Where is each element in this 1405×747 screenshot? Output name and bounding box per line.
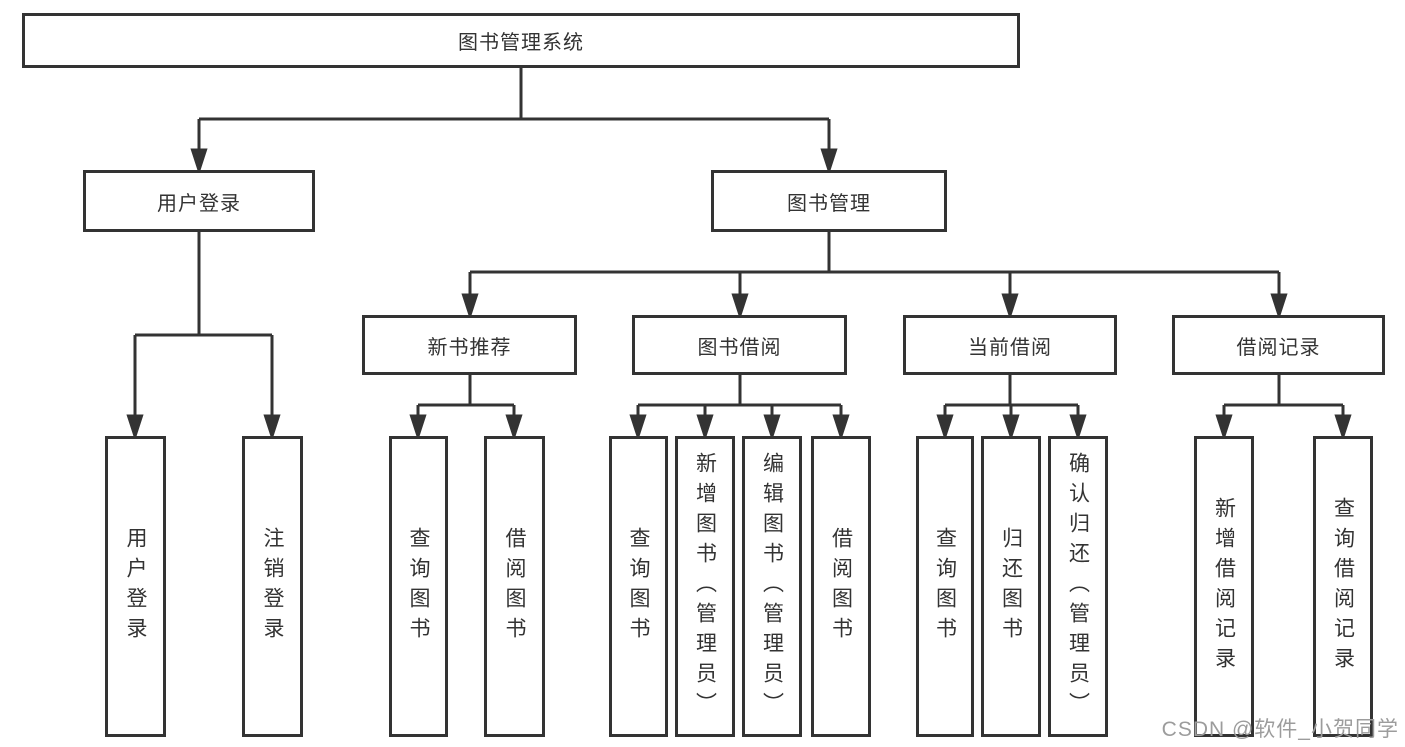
node-root-system: 图书管理系统 xyxy=(22,13,1020,68)
leaf-add-borrow-record-label: 新增借阅记录 xyxy=(1212,496,1236,677)
leaf-logout: 注销登录 xyxy=(242,436,303,737)
connector-bookborrow-to-leaves xyxy=(629,375,850,441)
leaf-confirm-return-admin: 确认归还（管理员） xyxy=(1048,436,1108,737)
leaf-query-borrow-record-label: 查询借阅记录 xyxy=(1331,496,1355,677)
leaf-confirm-return-admin-label: 确认归还（管理员） xyxy=(1066,451,1090,722)
connector-currentborrow-to-leaves xyxy=(936,375,1087,441)
connector-userlogin-to-leaves xyxy=(126,232,281,441)
leaf-return-books: 归还图书 xyxy=(981,436,1041,737)
leaf-borrow-books-label: 借阅图书 xyxy=(829,526,853,647)
leaf-query-books-borrow-label: 查询图书 xyxy=(627,526,650,647)
node-current-borrow-label: 当前借阅 xyxy=(968,336,1052,359)
leaf-query-books-recommend: 查询图书 xyxy=(389,436,448,737)
leaf-edit-books-admin-label: 编辑图书（管理员） xyxy=(760,451,784,722)
leaf-query-books-current-label: 查询图书 xyxy=(933,526,957,647)
leaf-query-books-recommend-label: 查询图书 xyxy=(407,526,430,647)
node-current-borrow: 当前借阅 xyxy=(903,315,1117,375)
node-borrow-records-label: 借阅记录 xyxy=(1236,336,1321,359)
leaf-edit-books-admin: 编辑图书（管理员） xyxy=(742,436,802,737)
leaf-add-books-admin-label: 新增图书（管理员） xyxy=(693,451,717,722)
node-book-management: 图书管理 xyxy=(711,170,947,232)
leaf-borrow-books-recommend: 借阅图书 xyxy=(484,436,545,737)
node-user-login: 用户登录 xyxy=(83,170,315,232)
node-book-borrow-label: 图书借阅 xyxy=(697,336,782,359)
leaf-logout-label: 注销登录 xyxy=(261,526,284,647)
node-root-label: 图书管理系统 xyxy=(458,32,584,54)
leaf-add-borrow-record: 新增借阅记录 xyxy=(1194,436,1254,737)
leaf-query-books-current: 查询图书 xyxy=(916,436,974,737)
node-new-book-recommend-label: 新书推荐 xyxy=(427,336,512,359)
connector-root-to-level2 xyxy=(190,68,838,175)
node-borrow-records: 借阅记录 xyxy=(1172,315,1385,375)
leaf-query-borrow-record: 查询借阅记录 xyxy=(1313,436,1373,737)
watermark-text: CSDN @软件_小贺同学 xyxy=(1161,718,1399,741)
leaf-user-login-label: 用户登录 xyxy=(124,526,147,647)
node-user-login-label: 用户登录 xyxy=(157,192,241,215)
node-book-management-label: 图书管理 xyxy=(787,192,871,215)
connector-bookmgmt-to-level3 xyxy=(461,232,1288,320)
connector-borrowrecords-to-leaves xyxy=(1215,375,1352,441)
node-book-borrow: 图书借阅 xyxy=(632,315,847,375)
leaf-borrow-books-recommend-label: 借阅图书 xyxy=(503,526,526,647)
node-new-book-recommend: 新书推荐 xyxy=(362,315,577,375)
leaf-add-books-admin: 新增图书（管理员） xyxy=(675,436,735,737)
leaf-return-books-label: 归还图书 xyxy=(999,526,1023,647)
leaf-user-login: 用户登录 xyxy=(105,436,166,737)
connector-newbook-to-leaves xyxy=(409,375,523,441)
leaf-borrow-books: 借阅图书 xyxy=(811,436,871,737)
leaf-query-books-borrow: 查询图书 xyxy=(609,436,668,737)
